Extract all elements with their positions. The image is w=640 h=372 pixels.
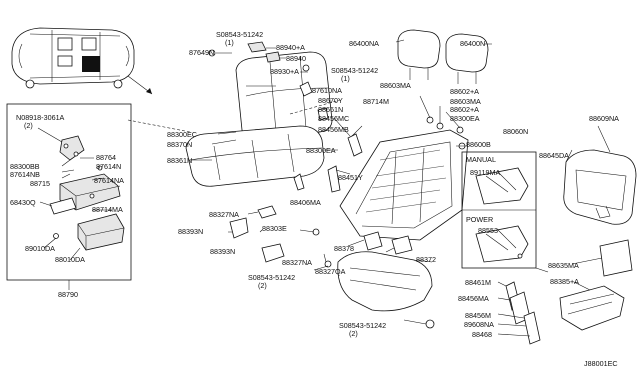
top-fasteners xyxy=(208,41,310,73)
label-88714MA: 88714MA xyxy=(92,205,123,214)
seat-frame xyxy=(293,95,469,241)
label-88327QA: 88327QA xyxy=(315,267,346,276)
label-88372: 88372 xyxy=(416,255,436,264)
label-88456MC: 88456MC xyxy=(318,114,349,123)
label-manual: MANUAL xyxy=(466,155,496,164)
lower-right-trim xyxy=(497,239,633,345)
label-88715: 88715 xyxy=(30,179,50,188)
label-88603MA: 88603MA xyxy=(380,81,411,90)
label-89010DA: 89010DA xyxy=(25,244,55,253)
part-labels: S08543-51242 (1) 87649N 88940+A 88940 88… xyxy=(10,30,619,368)
headrests xyxy=(395,29,492,84)
label-89119MA: 89119MA xyxy=(470,168,500,177)
label-88327NA-2: 88327NA xyxy=(282,258,312,267)
label-88385A: 88385+A xyxy=(550,277,579,286)
label-88393N: 88393N xyxy=(178,227,203,236)
label-88603MA-2: 88603MA xyxy=(450,97,481,106)
vehicle-locator-illustration xyxy=(11,27,153,95)
label-power: POWER xyxy=(466,215,493,224)
label-88300EC: 88300EC xyxy=(167,130,197,139)
label-88670Y: 88670Y xyxy=(318,96,343,105)
label-88300EA: 88300EA xyxy=(306,146,336,155)
label-08918-3061A-qty: (2) xyxy=(24,121,33,130)
diagram-id: J88001EC xyxy=(584,359,618,368)
label-88300BB: 88300BB xyxy=(10,162,40,171)
label-88327NA: 88327NA xyxy=(209,210,239,219)
label-88940A: 88940+A xyxy=(276,43,305,52)
seatback-board xyxy=(563,125,637,225)
label-88456MA: 88456MA xyxy=(458,294,489,303)
label-88393N-2: 88393N xyxy=(210,247,235,256)
label-88764: 88764 xyxy=(96,153,116,162)
label-88456MB: 88456MB xyxy=(318,125,349,134)
label-08543-51242-d: S08543-51242 xyxy=(339,321,386,330)
label-08543-51242-b-qty: (1) xyxy=(341,74,350,83)
label-87610NA: 87610NA xyxy=(312,86,342,95)
adjuster-box xyxy=(461,151,549,273)
rear-seat-assembly xyxy=(127,51,341,187)
label-88930A: 88930+A xyxy=(270,67,299,76)
label-08543-51242-top-qty: (1) xyxy=(225,38,234,47)
label-88303E: 88303E xyxy=(262,224,287,233)
label-87614NA: 87614NA xyxy=(94,176,124,185)
label-86400N: 86400N xyxy=(460,39,485,48)
label-88378: 88378 xyxy=(334,244,354,253)
armrest-assembly-box xyxy=(6,103,132,290)
label-87649N: 87649N xyxy=(189,48,214,57)
label-08543-51242-d-qty: (2) xyxy=(349,329,358,338)
label-88370N: 88370N xyxy=(167,140,192,149)
label-08543-51242-c-qty: (2) xyxy=(258,281,267,290)
label-87614N: 87614N xyxy=(96,162,121,171)
label-88602A-1: 88602+A xyxy=(450,87,479,96)
label-88361N: 88361N xyxy=(167,156,192,165)
label-08543-51242-top: S08543-51242 xyxy=(216,30,263,39)
label-68430Q: 68430Q xyxy=(10,198,36,207)
label-88451Y: 88451Y xyxy=(338,173,363,182)
label-88461M: 88461M xyxy=(465,278,491,287)
label-88609NA: 88609NA xyxy=(589,114,619,123)
label-88060N: 88060N xyxy=(503,127,528,136)
label-88010DA: 88010DA xyxy=(55,255,85,264)
label-88645DA: 88645DA xyxy=(539,151,569,160)
label-86400NA: 86400NA xyxy=(349,39,379,48)
label-89608NA: 89608NA xyxy=(464,320,494,329)
label-88406MA: 88406MA xyxy=(290,198,321,207)
label-88602A-2: 88602+A xyxy=(450,105,479,114)
label-08543-51242-c: S08543-51242 xyxy=(248,273,295,282)
label-88661N: 88661N xyxy=(318,105,343,114)
label-88300EA-2: 88300EA xyxy=(450,114,480,123)
label-88940: 88940 xyxy=(286,54,306,63)
label-88714M: 88714M xyxy=(363,97,389,106)
label-88635MA: 88635MA xyxy=(548,261,579,270)
label-88553: 88553 xyxy=(478,226,498,235)
label-87614NB: 87614NB xyxy=(10,170,40,179)
label-08543-51242-b: S08543-51242 xyxy=(331,66,378,75)
label-88456M: 88456M xyxy=(465,311,491,320)
label-88790: 88790 xyxy=(58,290,78,299)
label-08918-3061A: N08918-3061A xyxy=(16,113,65,122)
label-88600B: 88600B xyxy=(466,140,491,149)
lower-trim-panels xyxy=(228,205,435,329)
label-88468: 88468 xyxy=(472,330,492,339)
